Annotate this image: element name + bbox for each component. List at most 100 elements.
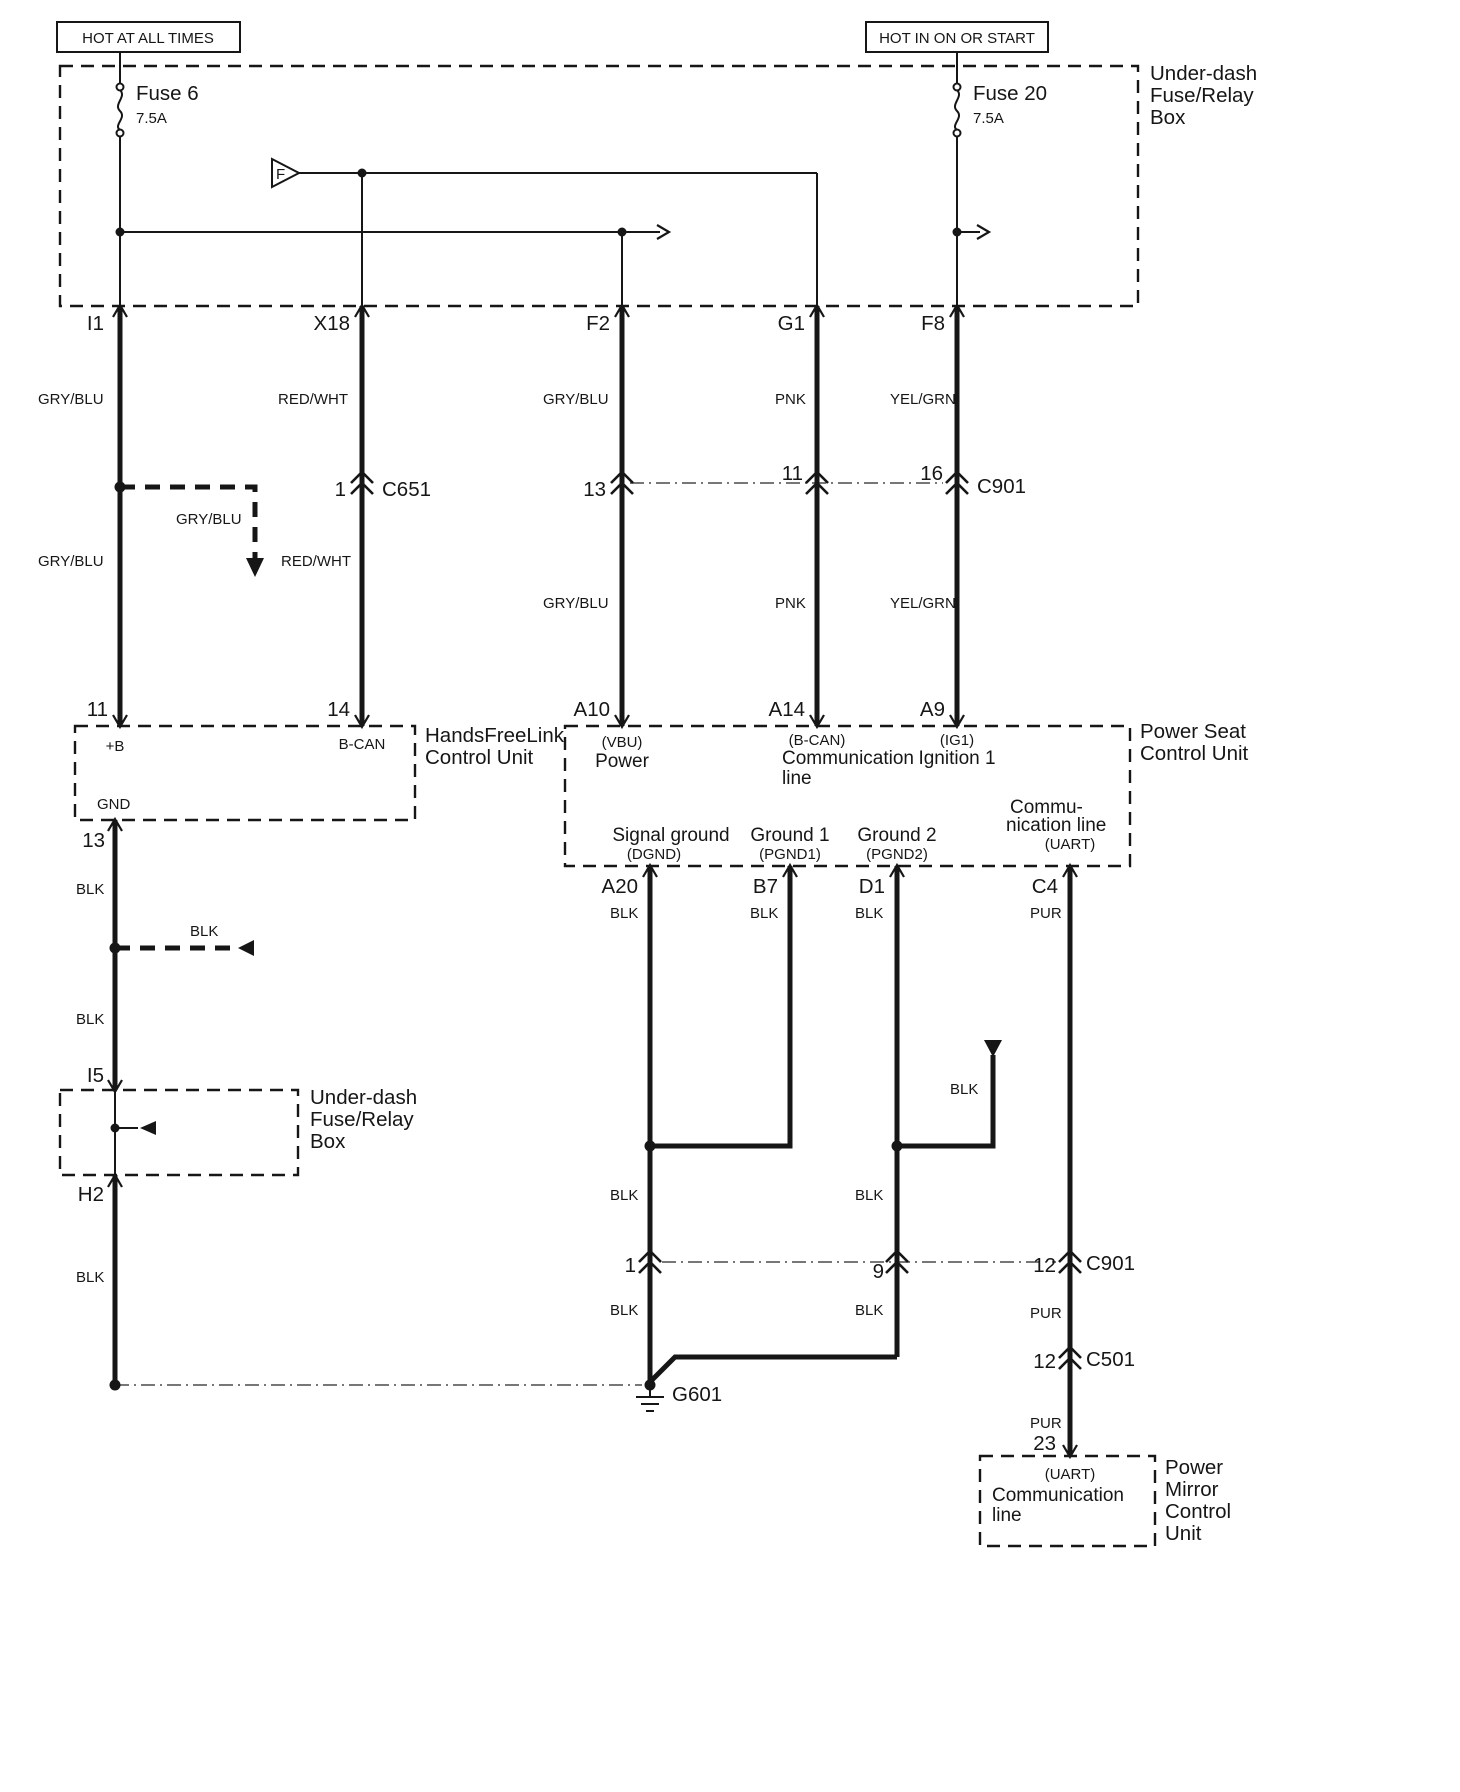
wire-color-label: BLK xyxy=(855,1302,883,1319)
pin-label-f8: F8 xyxy=(921,312,945,335)
continuation-arrow-icon xyxy=(976,224,992,240)
connector-c901-lower: 1 9 12 C901 BLK BLK PUR xyxy=(610,1249,1135,1322)
terminal-label-dgnd: (DGND) xyxy=(627,846,681,863)
lower-wire-color-labels: GRY/BLU PNK YEL/GRN xyxy=(543,595,956,612)
left-ground-branch: BLK BLK BLK I5 Under-dash Fuse/Relay Box… xyxy=(58,820,417,1391)
wire-color-label: GRY/BLU xyxy=(543,595,609,612)
terminal-label-ground2: Ground 2 xyxy=(857,825,936,846)
terminal-label-comm-2: line xyxy=(992,1505,1022,1526)
pin-label-g1: G1 xyxy=(778,312,805,335)
exit-arrow-icon xyxy=(642,862,658,878)
connector-c651: 1 C651 xyxy=(335,470,431,501)
pin-label-i5: I5 xyxy=(87,1064,104,1087)
power-mirror-name-2: Mirror xyxy=(1165,1478,1219,1501)
terminal-label-ground1: Ground 1 xyxy=(750,825,829,846)
pin-label-d1: D1 xyxy=(859,875,885,898)
wire-color-label: BLK xyxy=(190,923,218,940)
pin-label-h2: H2 xyxy=(78,1183,104,1206)
handsfreelink-name-1: HandsFreeLink xyxy=(425,724,565,747)
terminal-label-power: Power xyxy=(595,751,650,772)
wire-color-label: YEL/GRN xyxy=(890,391,956,408)
power-banner-left: HOT AT ALL TIMES xyxy=(56,21,241,53)
top-fuse-relay-box: Under-dash Fuse/Relay Box Fuse 6 7.5A Fu… xyxy=(58,52,1257,318)
ground-name-label: G601 xyxy=(672,1383,722,1406)
terminal-label-uart: (UART) xyxy=(1045,836,1096,853)
wire-color-label: GRY/BLU xyxy=(543,391,609,408)
branch-arrow-icon xyxy=(140,1121,156,1135)
wire-color-label: BLK xyxy=(855,1187,883,1204)
wire-color-label: RED/WHT xyxy=(281,553,351,570)
wire-color-label: GRY/BLU xyxy=(38,391,104,408)
exit-arrow-icon xyxy=(889,862,905,878)
terminal-label-sig-ground: Signal ground xyxy=(612,825,729,846)
fuse20-icon xyxy=(952,52,962,306)
terminal-label-comm-4: nication line xyxy=(1006,815,1106,836)
wire-color-label: BLK xyxy=(750,905,778,922)
power-mirror-box: 23 (UART) Communication line Power Mirro… xyxy=(978,1432,1231,1548)
pin-label-a9: A9 xyxy=(920,698,945,721)
terminal-label-gnd: GND xyxy=(97,796,131,813)
connector-chevron-icon xyxy=(885,1249,909,1274)
handsfreelink-name-2: Control Unit xyxy=(425,746,534,769)
power-mirror-name-3: Control xyxy=(1165,1500,1231,1523)
connector-name-label: C651 xyxy=(382,478,431,501)
terminal-label-ig1: (IG1) xyxy=(940,732,974,749)
fuse6-label: Fuse 6 xyxy=(136,82,199,105)
fuse6-icon xyxy=(115,52,125,306)
fuse-box-internal-wiring xyxy=(115,168,992,306)
pin-label-x18: X18 xyxy=(314,312,350,335)
entry-arrow-icon xyxy=(949,714,965,730)
lower-fuse-box-name-1: Under-dash xyxy=(310,1086,417,1109)
top-fuse-box-name-2: Fuse/Relay xyxy=(1150,84,1254,107)
pin-label-11: 11 xyxy=(87,698,108,721)
connector-c901-upper: 13 11 16 C901 xyxy=(583,462,1026,501)
top-fuse-box-name-3: Box xyxy=(1150,106,1186,129)
wire-color-label: PNK xyxy=(775,595,806,612)
connector-pin-label: 12 xyxy=(1033,1350,1056,1373)
lower-fuse-box-name-2: Fuse/Relay xyxy=(310,1108,414,1131)
power-seat-name-2: Control Unit xyxy=(1140,742,1249,765)
pin-label-14: 14 xyxy=(327,698,350,721)
entry-arrow-icon xyxy=(354,714,370,730)
connector-chevron-icon xyxy=(638,1249,662,1274)
pin-label-a10: A10 xyxy=(574,698,610,721)
handsfreelink-box: 11 14 +B B-CAN GND HandsFreeLink Control… xyxy=(73,698,565,852)
terminal-label-vbu: (VBU) xyxy=(602,734,643,751)
wire-color-label: BLK xyxy=(610,1302,638,1319)
terminal-label-pgnd2: (PGND2) xyxy=(866,846,928,863)
exit-arrow-icon xyxy=(1062,862,1078,878)
wire-color-label: BLK xyxy=(610,905,638,922)
fuse6-rating: 7.5A xyxy=(136,110,167,127)
wire-color-label: GRY/BLU xyxy=(38,553,104,570)
fuse20-rating: 7.5A xyxy=(973,110,1004,127)
terminal-label-comm-1: Communication xyxy=(782,748,914,769)
connector-name-label: C901 xyxy=(1086,1252,1135,1275)
connector-chevron-icon xyxy=(1058,1345,1082,1370)
wire-color-label: PUR xyxy=(1030,905,1062,922)
connector-name-label: C501 xyxy=(1086,1348,1135,1371)
wire-color-label: BLK xyxy=(610,1187,638,1204)
connector-pin-label: 9 xyxy=(873,1260,884,1283)
connector-c501: 12 C501 PUR xyxy=(1030,1345,1135,1432)
fuse-box-exit-arrow-icons xyxy=(112,302,965,318)
wire-color-label: BLK xyxy=(76,1269,104,1286)
banner-left-label: HOT AT ALL TIMES xyxy=(82,30,214,47)
pin-label-13: 13 xyxy=(82,829,105,852)
connector-chevron-icon xyxy=(805,470,829,495)
pin-label-23: 23 xyxy=(1033,1432,1056,1455)
terminal-label-comm-2: line xyxy=(782,768,812,789)
connector-chevron-icon xyxy=(945,470,969,495)
f-symbol-label: F xyxy=(276,166,285,183)
main-wires xyxy=(117,306,960,726)
wire-color-label: RED/WHT xyxy=(278,391,348,408)
i1-dashed-branch: GRY/BLU GRY/BLU RED/WHT xyxy=(38,481,351,577)
connector-pin-label: 16 xyxy=(920,462,943,485)
connector-pin-label: 11 xyxy=(782,462,803,485)
wire-color-label: BLK xyxy=(950,1081,978,1098)
terminal-label-uart: (UART) xyxy=(1045,1466,1096,1483)
power-mirror-name-4: Unit xyxy=(1165,1522,1202,1545)
pin-label-a14: A14 xyxy=(769,698,805,721)
ground-wires: BLK BLK BLK PUR BLK BLK BLK xyxy=(610,866,1073,1456)
